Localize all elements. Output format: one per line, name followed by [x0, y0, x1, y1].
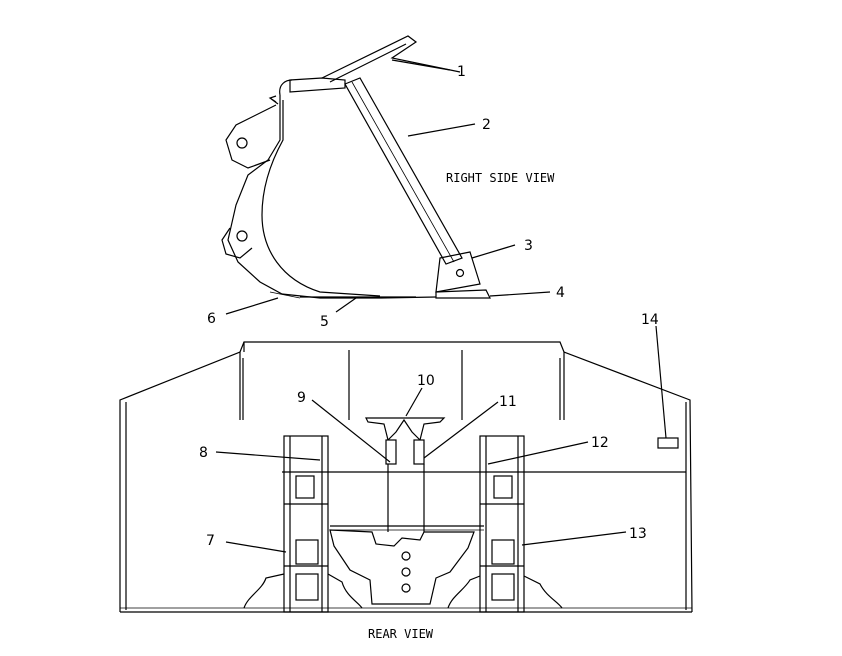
rear-view-title: REAR VIEW	[368, 627, 434, 641]
side-view-title: RIGHT SIDE VIEW	[446, 171, 555, 185]
callout-5: 5	[320, 314, 329, 330]
callout-14: 14	[641, 312, 659, 328]
bucket-side-view	[221, 35, 491, 299]
callout-4: 4	[556, 285, 565, 301]
callout-2: 2	[482, 117, 491, 133]
side-leaders	[225, 59, 551, 315]
callout-6: 6	[207, 311, 216, 327]
bucket-rear-view	[119, 341, 693, 613]
callout-11: 11	[499, 394, 517, 410]
callout-10: 10	[417, 373, 435, 389]
callout-8: 8	[199, 445, 208, 461]
callout-7: 7	[206, 533, 215, 549]
callout-9: 9	[297, 390, 306, 406]
rear-leaders	[215, 325, 667, 553]
callout-12: 12	[591, 435, 609, 451]
callout-3: 3	[524, 238, 533, 254]
callout-1: 1	[457, 64, 466, 80]
callout-13: 13	[629, 526, 647, 542]
